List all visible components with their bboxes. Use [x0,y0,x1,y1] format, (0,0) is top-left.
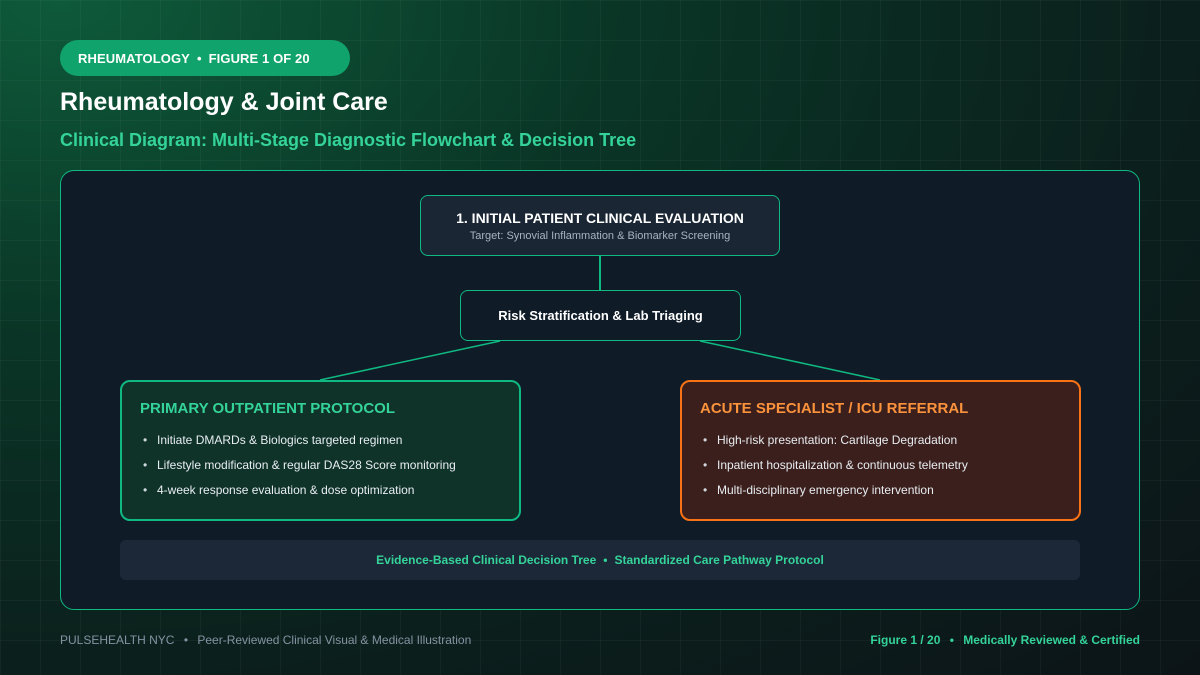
category-label: RHEUMATOLOGY [78,50,190,66]
footer-brand: PULSEHEALTH NYC [60,633,175,647]
bullet: • [143,483,148,497]
footer-figure-line: Figure 1 / 20 • Medically Reviewed & Cer… [870,633,1140,647]
diagram-footer-left: Evidence-Based Clinical Decision Tree [376,553,597,567]
primary-outpatient-node: PRIMARY OUTPATIENT PROTOCOL • Initiate DM… [120,380,521,521]
category-badge: RHEUMATOLOGY • FIGURE 1 OF 20 [60,40,350,76]
risk-stratification-label: Risk Stratification & Lab Triaging [498,308,703,323]
figure-label: FIGURE 1 OF 20 [208,50,310,66]
footer-certification: Medically Reviewed & Certified [963,633,1140,647]
list-item: • Inpatient hospitalization & continuous … [700,453,1079,478]
list-item: • 4-week response evaluation & dose optim… [140,478,519,503]
diagram-footer-right: Standardized Care Pathway Protocol [614,553,824,567]
primary-outpatient-title: PRIMARY OUTPATIENT PROTOCOL [140,400,396,417]
connector-lines [319,256,881,381]
list-item-text: Lifestyle modification & regular DAS28 S… [157,458,456,472]
initial-evaluation-title: 1. INITIAL PATIENT CLINICAL EVALUATION [456,210,744,226]
acute-referral-list: • High-risk presentation: Cartilage Degra… [700,428,1079,503]
risk-stratification-node: Risk Stratification & Lab Triaging [460,290,741,341]
list-item-text: Multi-disciplinary emergency interventio… [717,483,934,497]
list-item: • Lifestyle modification & regular DAS28 … [140,453,519,478]
acute-referral-node: ACUTE SPECIALIST / ICU REFERRAL • High-ri… [680,380,1081,521]
decision-to-acute-connector [699,340,881,381]
bullet: • [703,458,708,472]
bullet: • [703,433,708,447]
footer-figure: Figure 1 / 20 [870,633,941,647]
initial-evaluation-subtitle: Target: Synovial Inflammation & Biomarke… [469,230,731,242]
page-subtitle: Clinical Diagram: Multi-Stage Diagnostic… [60,130,637,150]
list-item: • Multi-disciplinary emergency interventi… [700,478,1079,503]
initial-evaluation-node: 1. INITIAL PATIENT CLINICAL EVALUATION T… [420,195,780,256]
footer-separator: • [949,633,954,647]
list-item-text: Inpatient hospitalization & continuous t… [717,458,968,472]
diagram-footer-bar: Evidence-Based Clinical Decision Tree • … [120,540,1080,580]
list-item-text: High-risk presentation: Cartilage Degrad… [717,433,958,447]
bullet: • [143,433,148,447]
primary-outpatient-list: • Initiate DMARDs & Biologics targeted re… [140,428,519,503]
diagram-panel: 1. INITIAL PATIENT CLINICAL EVALUATION T… [60,170,1140,610]
list-item-text: Initiate DMARDs & Biologics targeted reg… [157,433,403,447]
page-title: Rheumatology & Joint Care [60,88,388,116]
diagram-footer-separator: • [603,553,608,567]
bullet: • [143,458,148,472]
decision-to-primary-connector [319,340,501,381]
list-item: • Initiate DMARDs & Biologics targeted re… [140,428,519,453]
acute-referral-title: ACUTE SPECIALIST / ICU REFERRAL [700,400,969,417]
badge-separator: • [196,50,202,66]
list-item: • High-risk presentation: Cartilage Degra… [700,428,1079,453]
footer-separator: • [183,633,189,647]
bullet: • [703,483,708,497]
list-item-text: 4-week response evaluation & dose optimi… [157,483,415,497]
footer-brand-line: PULSEHEALTH NYC • Peer-Reviewed Clinical… [60,633,471,647]
footer-tagline: Peer-Reviewed Clinical Visual & Medical … [197,633,472,647]
